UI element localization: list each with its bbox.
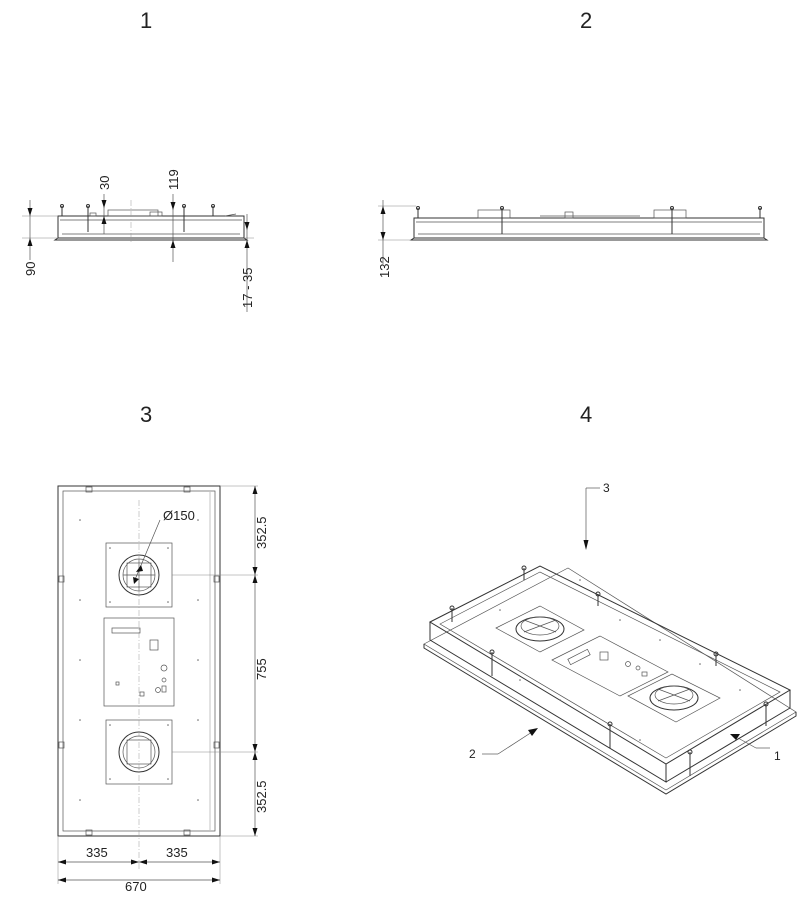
view-3-dim-half-left: 335 [86,845,108,860]
view-3-plan-view [57,485,258,884]
view-4-callout-1: 1 [774,749,781,763]
view-number-1: 1 [140,8,153,33]
view-3-dim-middle: 755 [254,658,269,680]
view-1-dim-119: 119 [166,169,181,190]
view-3-diameter-label: Ø150 [163,508,195,523]
view-4-isometric-view [423,487,797,795]
view-number-2: 2 [580,8,593,33]
view-4-callout-3: 3 [603,481,610,495]
view-2-dim-132: 132 [377,256,392,278]
view-3-dim-top: 352.5 [254,516,269,549]
view-number-4: 4 [580,402,593,427]
view-3-dim-half-right: 335 [166,845,188,860]
view-1-dim-90: 90 [23,262,38,276]
view-1-dim-30: 30 [97,176,112,190]
view-1-side-elevation [22,194,254,312]
view-3-dim-total-width: 670 [125,879,147,894]
view-4-callout-2: 2 [469,747,476,761]
view-1-dim-17-35: 17 - 35 [240,268,255,308]
view-3-dim-bottom: 352.5 [254,780,269,813]
view-2-front-elevation [378,200,769,264]
view-number-3: 3 [140,402,153,427]
